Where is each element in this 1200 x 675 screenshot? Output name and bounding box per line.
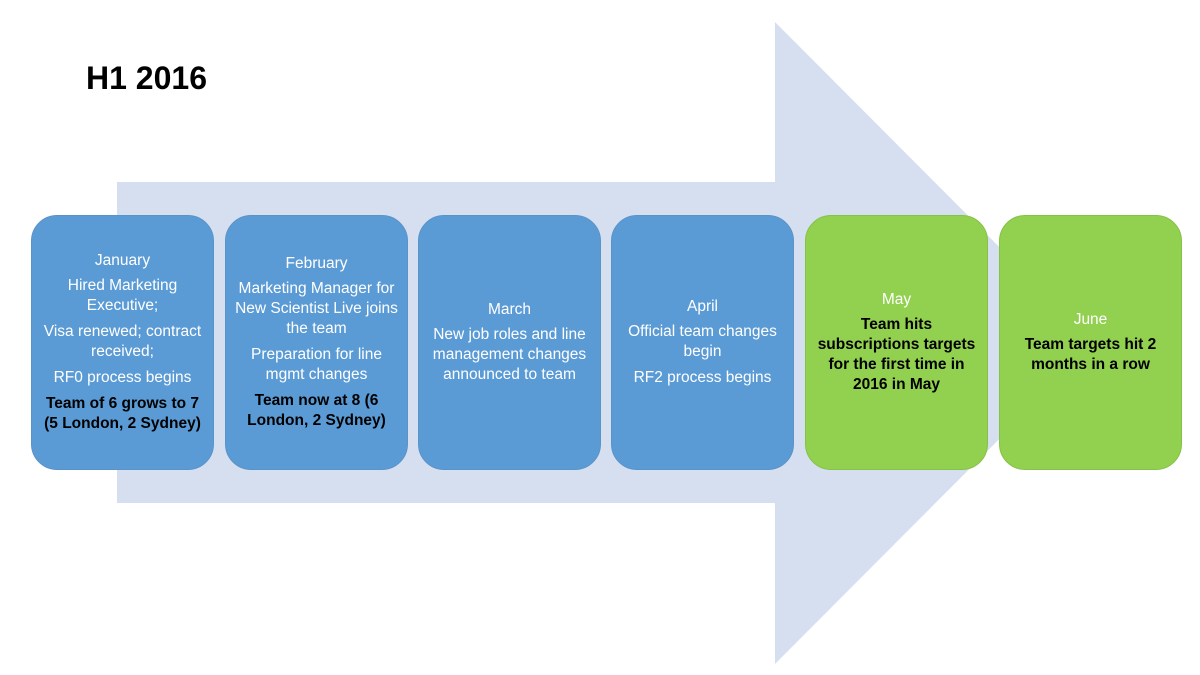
- card-text: RF0 process begins: [53, 369, 192, 386]
- card-text: New job roles and line management change…: [432, 326, 587, 383]
- card-month: March: [487, 301, 532, 318]
- card-highlight: Team of 6 grows to 7 (5 London, 2 Sydney…: [44, 395, 201, 432]
- card-text: Official team changes begin: [628, 323, 777, 360]
- card-month: February: [285, 255, 348, 272]
- card-text: RF2 process begins: [633, 369, 772, 386]
- card-month: January: [94, 252, 151, 269]
- slide-title: H1 2016: [86, 60, 207, 96]
- card-text: Marketing Manager for New Scientist Live…: [235, 280, 398, 337]
- timeline-arrow-shape: [117, 22, 1095, 664]
- card-text: Hired Marketing Executive;: [67, 277, 178, 314]
- card-month: April: [686, 298, 718, 315]
- card-text: Visa renewed; contract received;: [43, 323, 202, 360]
- card-highlight: Team targets hit 2 months in a row: [1024, 336, 1157, 373]
- card-highlight: Team hits subscriptions targets for the …: [817, 316, 976, 393]
- card-month: June: [1073, 311, 1108, 328]
- card-text: Preparation for line mgmt changes: [251, 346, 382, 383]
- card-month: May: [881, 291, 912, 308]
- card-highlight: Team now at 8 (6 London, 2 Sydney): [247, 392, 386, 429]
